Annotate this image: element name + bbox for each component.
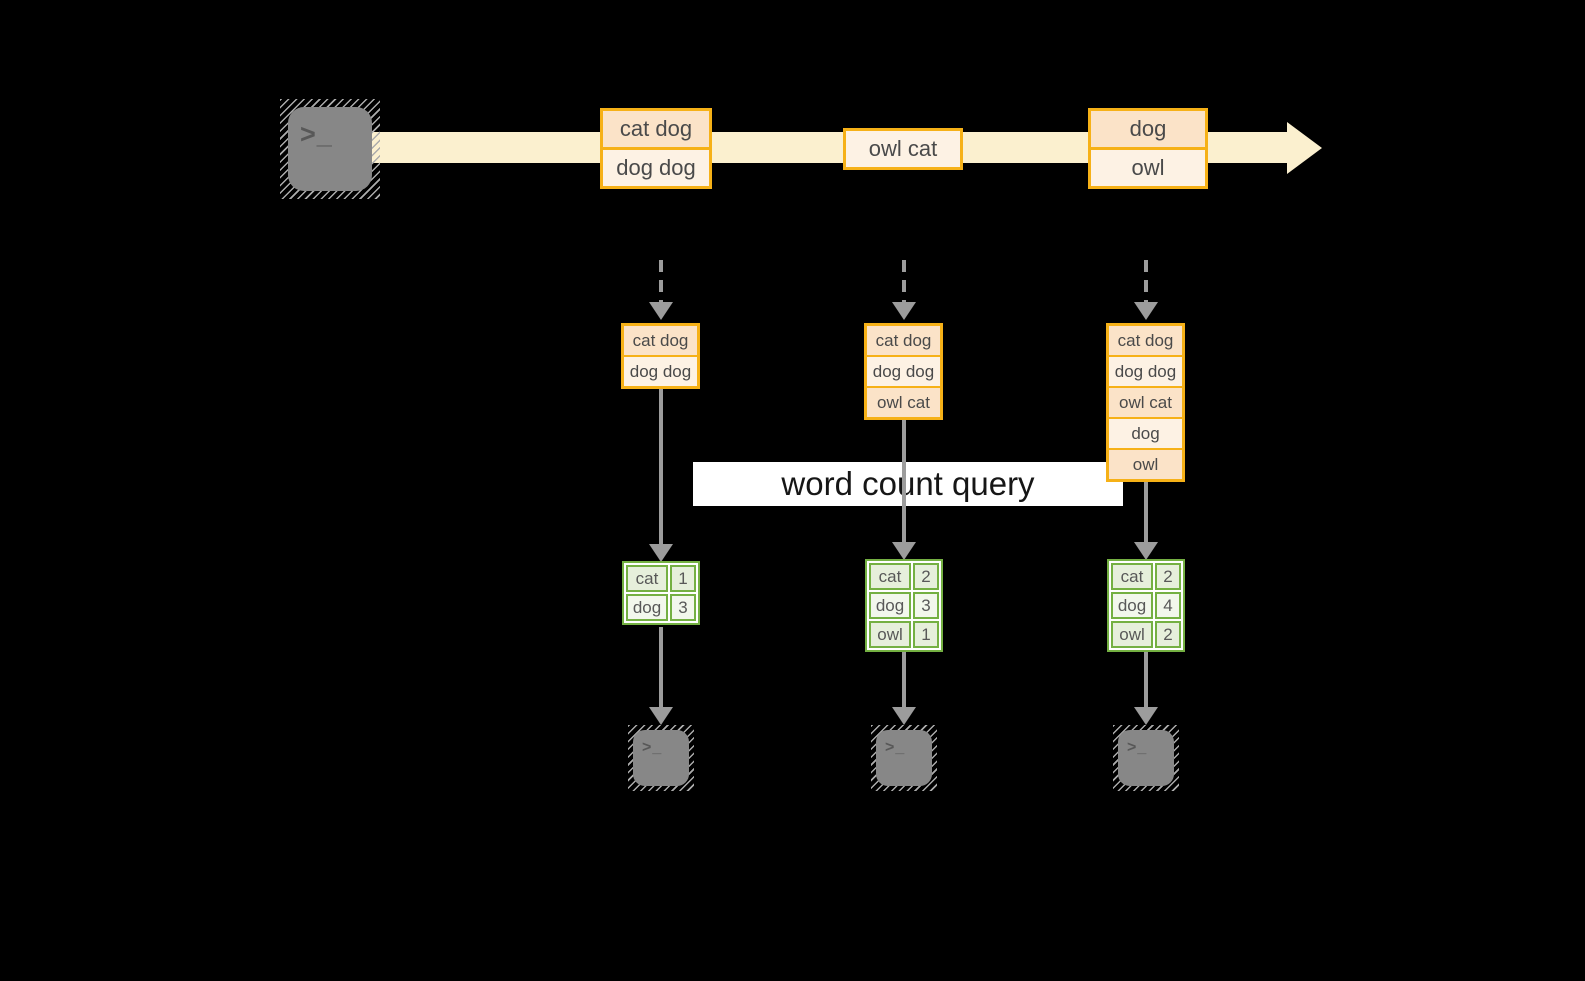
count-table-1: cat 1 dog 3 — [622, 561, 700, 625]
query-label: word count query — [693, 462, 1123, 506]
dashed-arrow-shaft — [902, 260, 906, 302]
count-value: 4 — [1155, 592, 1181, 619]
connector-line — [659, 389, 663, 544]
query-label-text: word count query — [781, 465, 1035, 502]
count-row: owl 1 — [869, 621, 939, 648]
batch-item: owl cat — [1109, 388, 1182, 417]
count-word: cat — [1111, 563, 1153, 590]
dashed-arrow-head-icon — [649, 302, 673, 320]
count-row: cat 1 — [626, 565, 696, 592]
dashed-arrow-head-icon — [892, 302, 916, 320]
batch-item: dog — [1109, 419, 1182, 448]
batch-item: cat dog — [624, 326, 697, 355]
arrow-head-icon — [649, 544, 673, 562]
count-row: cat 2 — [869, 563, 939, 590]
batch-item: cat dog — [867, 326, 940, 355]
terminal-sink-icon-1: >_ — [628, 725, 694, 791]
connector-line — [902, 420, 906, 542]
terminal-sink-icon-3: >_ — [1113, 725, 1179, 791]
count-row: dog 4 — [1111, 592, 1181, 619]
batch-stack-1: cat dog dog dog — [621, 323, 700, 389]
count-word: dog — [869, 592, 911, 619]
connector-line — [1144, 652, 1148, 707]
count-row: dog 3 — [869, 592, 939, 619]
batch-stack-2: cat dog dog dog owl cat — [864, 323, 943, 420]
arrow-head-icon — [1134, 542, 1158, 560]
dashed-arrow-shaft — [659, 260, 663, 302]
stream-arrow-head-icon — [1287, 122, 1322, 174]
stream-event: owl cat — [846, 131, 960, 167]
terminal-sink-icon-2: >_ — [871, 725, 937, 791]
terminal-screen: >_ — [1118, 730, 1174, 786]
count-value: 3 — [913, 592, 939, 619]
count-row: owl 2 — [1111, 621, 1181, 648]
count-word: owl — [869, 621, 911, 648]
arrow-head-icon — [649, 707, 673, 725]
count-table-2: cat 2 dog 3 owl 1 — [865, 559, 943, 652]
count-value: 2 — [1155, 563, 1181, 590]
prompt-glyph: >_ — [300, 119, 333, 149]
batch-item: dog dog — [1109, 357, 1182, 386]
count-word: owl — [1111, 621, 1153, 648]
dashed-arrow-head-icon — [1134, 302, 1158, 320]
stream-event: cat dog — [603, 111, 709, 147]
count-value: 1 — [670, 565, 696, 592]
count-word: dog — [626, 594, 668, 621]
count-value: 1 — [913, 621, 939, 648]
batch-stack-3: cat dog dog dog owl cat dog owl — [1106, 323, 1185, 482]
dashed-arrow-shaft — [1144, 260, 1148, 302]
count-word: cat — [869, 563, 911, 590]
stream-event: owl — [1091, 150, 1205, 186]
count-value: 3 — [670, 594, 696, 621]
stream-event-group-1: cat dog dog dog — [600, 108, 712, 189]
batch-item: owl cat — [867, 388, 940, 417]
prompt-glyph: >_ — [642, 739, 663, 756]
count-word: cat — [626, 565, 668, 592]
connector-line — [1144, 482, 1148, 542]
count-word: dog — [1111, 592, 1153, 619]
stream-event-group-3: dog owl — [1088, 108, 1208, 189]
count-table-3: cat 2 dog 4 owl 2 — [1107, 559, 1185, 652]
stream-event: dog — [1091, 111, 1205, 147]
prompt-glyph: >_ — [885, 739, 906, 756]
terminal-screen: >_ — [288, 107, 372, 191]
stream-event-group-2: owl cat — [843, 128, 963, 170]
count-value: 2 — [1155, 621, 1181, 648]
terminal-screen: >_ — [633, 730, 689, 786]
count-row: dog 3 — [626, 594, 696, 621]
arrow-head-icon — [1134, 707, 1158, 725]
batch-item: cat dog — [1109, 326, 1182, 355]
terminal-source-icon: >_ — [280, 99, 380, 199]
prompt-glyph: >_ — [1127, 739, 1148, 756]
batch-item: dog dog — [867, 357, 940, 386]
count-value: 2 — [913, 563, 939, 590]
count-row: cat 2 — [1111, 563, 1181, 590]
arrow-head-icon — [892, 542, 916, 560]
terminal-screen: >_ — [876, 730, 932, 786]
arrow-head-icon — [892, 707, 916, 725]
batch-item: owl — [1109, 450, 1182, 479]
batch-item: dog dog — [624, 357, 697, 386]
connector-line — [659, 627, 663, 707]
stream-event: dog dog — [603, 150, 709, 186]
connector-line — [902, 652, 906, 707]
